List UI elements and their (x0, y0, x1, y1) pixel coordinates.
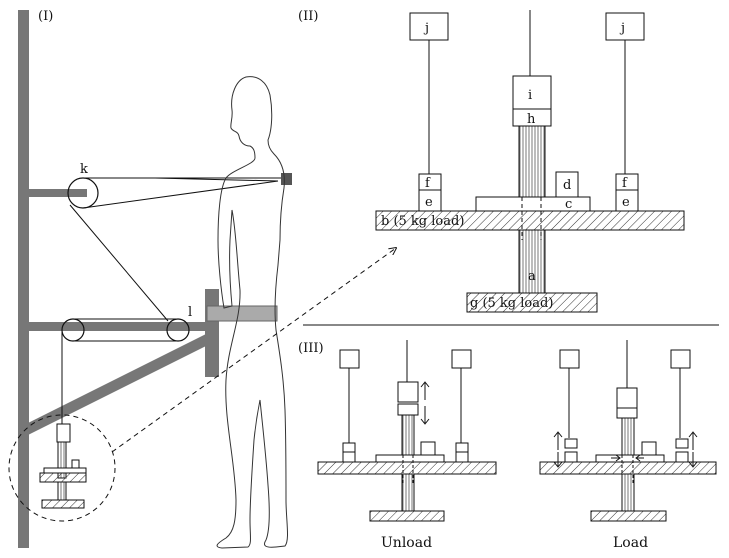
label-l: l (188, 305, 192, 320)
label-a: a (528, 269, 536, 284)
cables (61, 177, 285, 425)
label-f-left: f (425, 176, 431, 191)
panel-label-2: (II) (298, 9, 318, 24)
load-arrows (553, 431, 698, 468)
label-c: c (565, 197, 572, 212)
mini-load-cell-assembly (39, 423, 87, 509)
label-g: g (5 kg load) (470, 296, 553, 311)
label-d: d (563, 178, 571, 193)
label-e-right: e (622, 195, 630, 210)
magnify-circle (8, 414, 116, 522)
human-figure (216, 76, 289, 549)
panel-label-3: (III) (298, 341, 324, 356)
unload-arrows (420, 381, 430, 425)
label-h: h (527, 112, 536, 127)
label-i: i (528, 88, 532, 103)
neck-sensor (281, 173, 292, 185)
unload-diagram (317, 340, 497, 522)
label-b: b (5 kg load) (381, 214, 464, 229)
label-e-left: e (425, 195, 433, 210)
panel-label-1: (I) (38, 9, 53, 24)
zoom-arrow (111, 248, 396, 453)
label-j-left: j (423, 21, 429, 36)
detail-assembly (375, 10, 685, 313)
label-f-right: f (622, 176, 628, 191)
label-k: k (80, 162, 88, 177)
frame-structure (18, 10, 278, 548)
caption-unload: Unload (381, 535, 432, 551)
label-j-right: j (619, 21, 625, 36)
load-diagram (539, 340, 717, 522)
caption-load: Load (613, 535, 648, 551)
